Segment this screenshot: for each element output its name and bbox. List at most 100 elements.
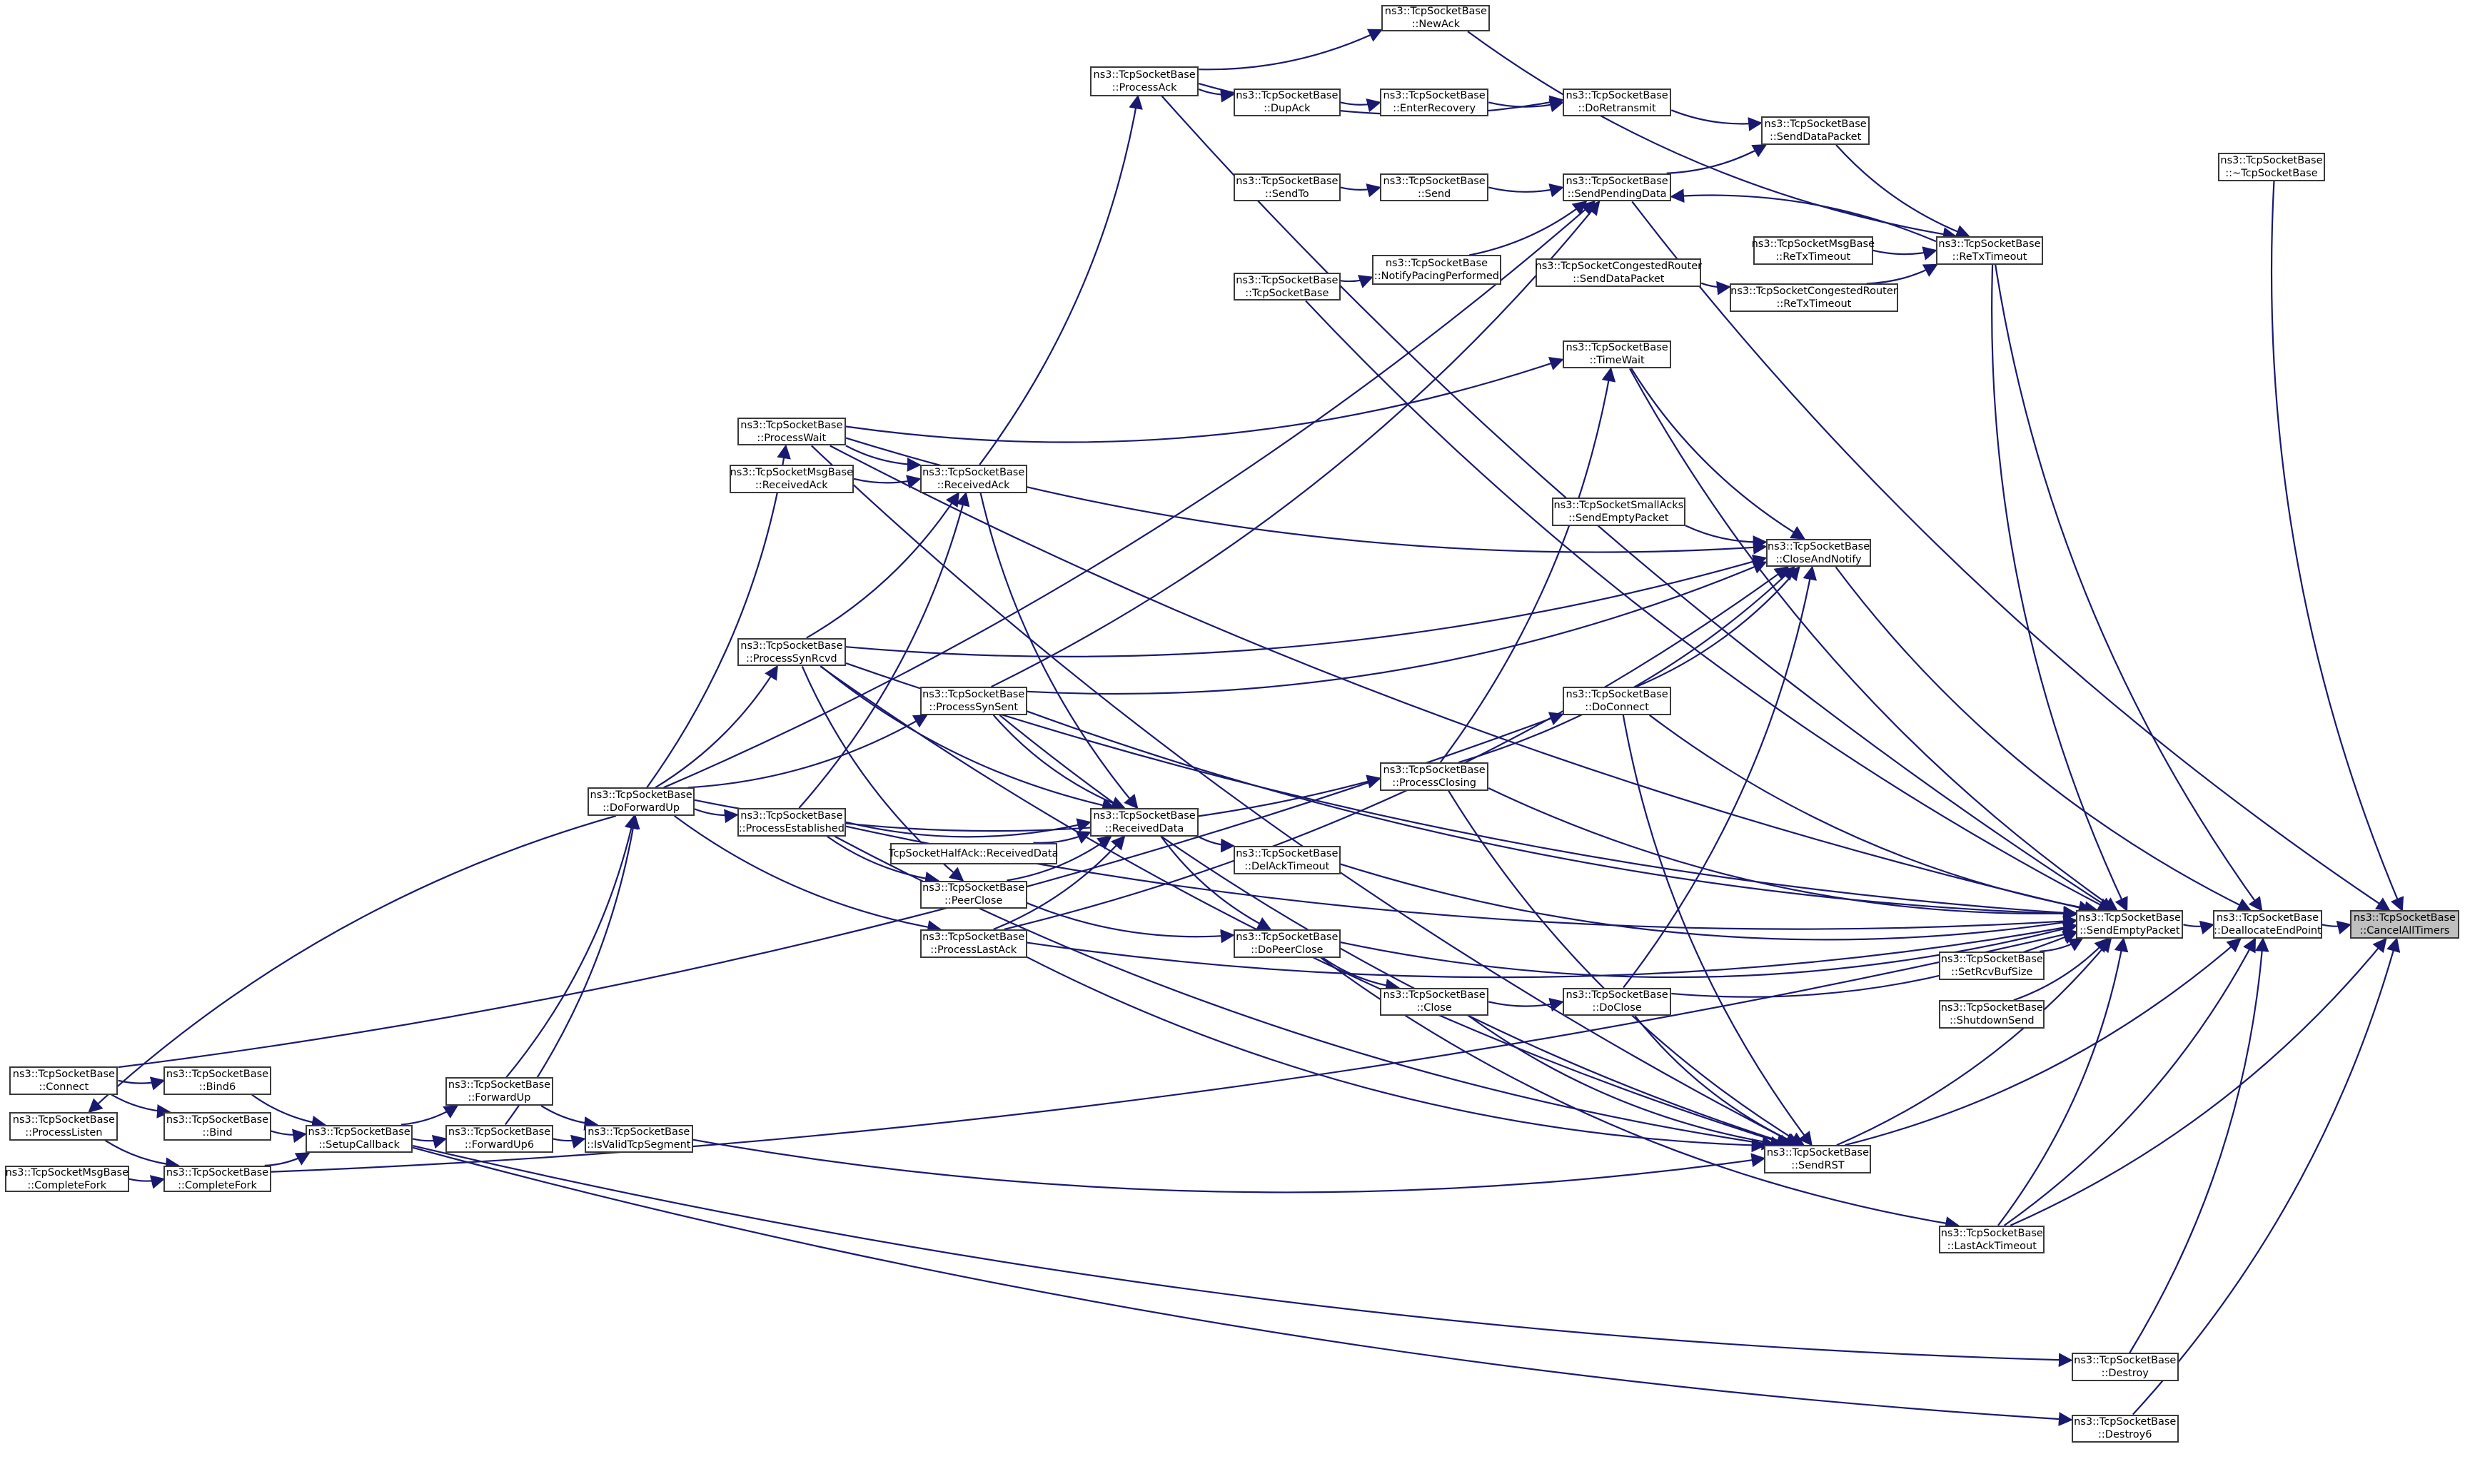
graph-node-enterrecovery[interactable]: ns3::TcpSocketBase::EnterRecovery bbox=[1380, 88, 1489, 117]
edge-processestablished-to-peerclose bbox=[827, 835, 939, 886]
edge-setupcallback-to-destroy6 bbox=[412, 1146, 2073, 1426]
node-label-line2: ::DeallocateEndPoint bbox=[2214, 925, 2322, 937]
graph-node-peerclose[interactable]: ns3::TcpSocketBase::PeerClose bbox=[919, 880, 1027, 909]
graph-node-sendrst[interactable]: ns3::TcpSocketBase::SendRST bbox=[1764, 1145, 1872, 1173]
edge-sendemptypacket-to-deallocateendpoint bbox=[2183, 920, 2215, 935]
graph-node-isvalidtcpsegment[interactable]: ns3::TcpSocketBase::IsValidTcpSegment bbox=[584, 1124, 693, 1154]
graph-node-receiveddata[interactable]: ns3::TcpSocketBase::ReceivedData bbox=[1089, 808, 1199, 837]
edge-processsynrcvd-to-sendemptypacket bbox=[845, 662, 2078, 920]
graph-node-processwait[interactable]: ns3::TcpSocketBase::ProcessWait bbox=[737, 417, 846, 446]
node-label-line1: ns3::TcpSocketBase bbox=[588, 1126, 690, 1139]
graph-node-msgreceivedack[interactable]: ns3::TcpSocketMsgBase::ReceivedAck bbox=[729, 464, 854, 493]
graph-node-doforwardup[interactable]: ns3::TcpSocketBase::DoForwardUp bbox=[588, 787, 695, 817]
edge-send-to-sendpendingdata bbox=[1488, 183, 1564, 198]
graph-node-smallacks[interactable]: ns3::TcpSocketSmallAcks::SendEmptyPacket bbox=[1551, 498, 1686, 526]
graph-node-msgcompletefork[interactable]: ns3::TcpSocketMsgBase::CompleteFork bbox=[4, 1165, 129, 1193]
node-label-line1: ns3::TcpSocketBase bbox=[1940, 1002, 2043, 1014]
node-label-line1: ns3::TcpSocketCongestedRouter bbox=[1730, 286, 1897, 298]
edge-processestablished-to-sendemptypacket bbox=[845, 825, 2078, 930]
edge-processsynrcvd-to-receivedack bbox=[806, 492, 959, 639]
node-label-line2: ::ProcessAck bbox=[1112, 81, 1177, 94]
graph-node-doretransmit[interactable]: ns3::TcpSocketBase::DoRetransmit bbox=[1562, 88, 1672, 117]
node-label-line1: ns3::TcpSocketBase bbox=[922, 882, 1025, 894]
graph-node-forwardup[interactable]: ns3::TcpSocketBase::ForwardUp bbox=[445, 1077, 553, 1106]
graph-node-msgretxtimeout[interactable]: ns3::TcpSocketMsgBase::ReTxTimeout bbox=[1752, 236, 1875, 265]
graph-node-closeandnotify[interactable]: ns3::TcpSocketBase::CloseAndNotify bbox=[1765, 538, 1872, 567]
edge-smallacks-to-closeandnotify bbox=[1685, 525, 1768, 550]
edge-doforwardup-to-processestablished bbox=[694, 808, 739, 824]
graph-node-destroy[interactable]: ns3::TcpSocketBase::Destroy bbox=[2071, 1353, 2179, 1382]
graph-node-bind6[interactable]: ns3::TcpSocketBase::Bind6 bbox=[163, 1066, 271, 1095]
graph-node-deallocateendpoint[interactable]: ns3::TcpSocketBase::DeallocateEndPoint bbox=[2213, 910, 2322, 939]
node-label-line1: ns3::TcpSocketBase bbox=[2078, 912, 2181, 924]
node-label-line2: ::Bind6 bbox=[198, 1081, 236, 1093]
node-label-line1: ns3::TcpSocketBase bbox=[1566, 989, 1668, 1001]
edge-isvalidtcpsegment-to-sendrst bbox=[692, 1139, 1766, 1193]
node-label-line2: ::SetRcvBufSize bbox=[1951, 966, 2033, 978]
node-label-line1: ns3::TcpSocketBase bbox=[1566, 342, 1668, 354]
graph-node-receivedack[interactable]: ns3::TcpSocketBase::ReceivedAck bbox=[919, 464, 1027, 493]
graph-node-crsenddatapacket[interactable]: ns3::TcpSocketCongestedRouter::SendDataP… bbox=[1535, 258, 1703, 287]
edge-processsynsent-to-sendemptypacket bbox=[1027, 710, 2078, 922]
graph-node-processack[interactable]: ns3::TcpSocketBase::ProcessAck bbox=[1089, 66, 1199, 96]
graph-node-ctor[interactable]: ns3::TcpSocketBase::TcpSocketBase bbox=[1233, 272, 1341, 301]
node-label-line2: ::SendPendingData bbox=[1567, 188, 1667, 200]
node-label-line1: ns3::TcpSocketSmallAcks bbox=[1553, 500, 1684, 512]
graph-node-doconnect[interactable]: ns3::TcpSocketBase::DoConnect bbox=[1562, 687, 1672, 715]
graph-node-destroy6[interactable]: ns3::TcpSocketBase::Destroy6 bbox=[2071, 1414, 2179, 1443]
graph-node-doclose[interactable]: ns3::TcpSocketBase::DoClose bbox=[1562, 987, 1672, 1016]
edge-peerclose-to-receiveddata bbox=[1007, 835, 1112, 882]
node-label-line1: ns3::TcpSocketCongestedRouter bbox=[1535, 260, 1703, 272]
graph-node-sendemptypacket[interactable]: ns3::TcpSocketBase::SendEmptyPacket bbox=[2076, 910, 2184, 939]
graph-node-newack[interactable]: ns3::TcpSocketBase::NewAck bbox=[1381, 4, 1491, 32]
graph-node-setrcvbufsize[interactable]: ns3::TcpSocketBase::SetRcvBufSize bbox=[1939, 951, 2045, 980]
graph-node-sendpendingdata[interactable]: ns3::TcpSocketBase::SendPendingData bbox=[1562, 173, 1672, 202]
graph-node-dtor[interactable]: ns3::TcpSocketBase::~TcpSocketBase bbox=[2217, 153, 2325, 181]
graph-node-processclosing[interactable]: ns3::TcpSocketBase::ProcessClosing bbox=[1380, 762, 1489, 791]
node-label-line1: ns3::TcpSocketBase bbox=[166, 1114, 269, 1126]
edge-forwardup-to-isvalidtcpsegment bbox=[540, 1105, 599, 1131]
graph-node-sendto[interactable]: ns3::TcpSocketBase::SendTo bbox=[1233, 173, 1341, 202]
graph-node-cancelalltimers[interactable]: ns3::TcpSocketBase::CancelAllTimers bbox=[2350, 910, 2459, 939]
graph-node-shutdownsend[interactable]: ns3::TcpSocketBase::ShutdownSend bbox=[1939, 1000, 2045, 1029]
graph-node-processlastack[interactable]: ns3::TcpSocketBase::ProcessLastAck bbox=[919, 929, 1027, 958]
graph-node-completefork[interactable]: ns3::TcpSocketBase::CompleteFork bbox=[163, 1165, 271, 1193]
node-label-line1: ns3::TcpSocketBase bbox=[1093, 809, 1196, 822]
node-label-line2: ::PeerClose bbox=[944, 895, 1003, 907]
edge-doconnect-to-sendrst bbox=[1622, 715, 1813, 1146]
node-label-line1: ns3::TcpSocketBase bbox=[448, 1079, 551, 1091]
edge-setupcallback-to-forwardup6 bbox=[412, 1134, 448, 1149]
graph-node-processsynrcvd[interactable]: ns3::TcpSocketBase::ProcessSynRcvd bbox=[737, 637, 846, 667]
edge-closeandnotify-to-deallocateendpoint bbox=[1835, 566, 2252, 912]
graph-node-connect[interactable]: ns3::TcpSocketBase::Connect bbox=[9, 1066, 119, 1095]
graph-node-setupcallback[interactable]: ns3::TcpSocketBase::SetupCallback bbox=[306, 1124, 413, 1154]
graph-node-retxtimeout[interactable]: ns3::TcpSocketBase::ReTxTimeout bbox=[1935, 236, 2043, 265]
node-label-line1: ns3::TcpSocketBase bbox=[740, 419, 843, 431]
graph-node-send[interactable]: ns3::TcpSocketBase::Send bbox=[1380, 173, 1489, 202]
graph-node-lastacktimeout[interactable]: ns3::TcpSocketBase::LastAckTimeout bbox=[1939, 1225, 2045, 1254]
graph-node-close[interactable]: ns3::TcpSocketBase::Close bbox=[1380, 987, 1489, 1016]
node-label-line1: ns3::TcpSocketBase bbox=[590, 789, 692, 802]
node-label-line2: ::DoPeerClose bbox=[1251, 944, 1324, 956]
node-label-line1: ns3::TcpSocketBase bbox=[740, 809, 843, 822]
graph-node-halfack[interactable]: TcpSocketHalfAck::ReceivedData bbox=[889, 842, 1058, 865]
graph-node-processestablished[interactable]: ns3::TcpSocketBase::ProcessEstablished bbox=[737, 808, 846, 837]
node-label-line2: ::DoRetransmit bbox=[1578, 103, 1656, 115]
graph-node-notifypacing[interactable]: ns3::TcpSocketBase::NotifyPacingPerforme… bbox=[1371, 255, 1501, 286]
node-label-line2: ::SendDataPacket bbox=[1573, 273, 1665, 285]
graph-node-dopeerclose[interactable]: ns3::TcpSocketBase::DoPeerClose bbox=[1233, 929, 1341, 958]
graph-node-forwardup6[interactable]: ns3::TcpSocketBase::ForwardUp6 bbox=[445, 1124, 553, 1154]
node-label-line1: ns3::TcpSocketBase bbox=[1764, 118, 1867, 131]
graph-node-crretxtimeout[interactable]: ns3::TcpSocketCongestedRouter::ReTxTimeo… bbox=[1729, 283, 1898, 312]
node-label-line1: ns3::TcpSocketBase bbox=[740, 640, 843, 652]
node-label-line2: ::Send bbox=[1417, 188, 1451, 200]
graph-node-dupack[interactable]: ns3::TcpSocketBase::DupAck bbox=[1233, 88, 1341, 117]
graph-node-bind[interactable]: ns3::TcpSocketBase::Bind bbox=[163, 1111, 271, 1141]
graph-node-senddatapacket[interactable]: ns3::TcpSocketBase::SendDataPacket bbox=[1761, 116, 1870, 145]
graph-node-processlisten[interactable]: ns3::TcpSocketBase::ProcessListen bbox=[9, 1111, 119, 1141]
graph-node-timewait[interactable]: ns3::TcpSocketBase::TimeWait bbox=[1562, 340, 1672, 369]
edge-delacktimeout-to-sendemptypacket bbox=[1340, 863, 2078, 941]
graph-node-delacktimeout[interactable]: ns3::TcpSocketBase::DelAckTimeout bbox=[1233, 845, 1341, 874]
graph-node-processsynsent[interactable]: ns3::TcpSocketBase::ProcessSynSent bbox=[919, 687, 1027, 715]
edge-crretxtimeout-to-retxtimeout bbox=[1866, 263, 1938, 285]
